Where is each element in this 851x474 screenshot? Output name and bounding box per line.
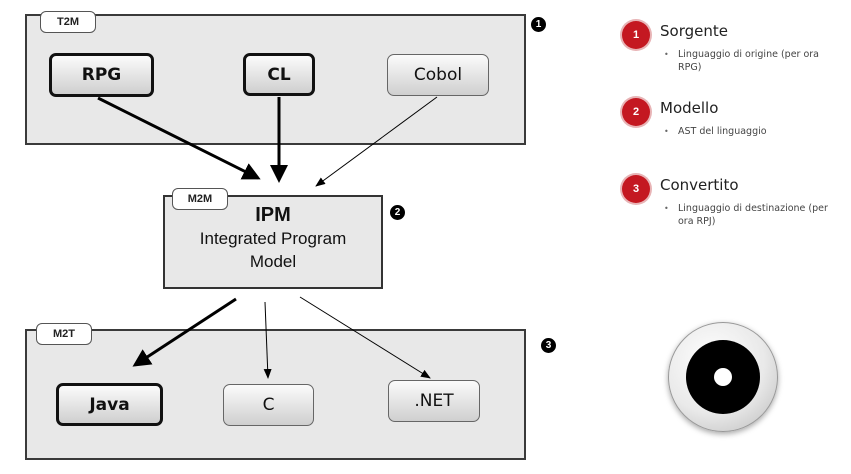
legend-badge-2: 2 — [622, 98, 650, 126]
legend-title-2: Modello — [660, 99, 719, 117]
ipm-subtitle-line1: Integrated Program — [199, 229, 347, 248]
disc-ring — [686, 340, 760, 414]
m2m-tag: M2M — [172, 188, 228, 210]
target-java-node[interactable]: Java — [56, 383, 163, 426]
arrow-ipm-to-dotnet — [299, 296, 431, 379]
disc-center — [714, 368, 732, 386]
arrow-cobol-to-ipm — [315, 96, 438, 187]
legend-desc-2: AST del linguaggio — [662, 125, 832, 138]
m2m-marker: 2 — [390, 205, 405, 220]
ipm-subtitle-line2: Model — [249, 252, 297, 271]
legend-badge-3: 3 — [622, 175, 650, 203]
legend-title-1: Sorgente — [660, 22, 728, 40]
m2t-tag: M2T — [36, 323, 92, 345]
legend-title-3: Convertito — [660, 176, 739, 194]
target-dotnet-node[interactable]: .NET — [388, 380, 480, 422]
target-disc-icon — [668, 322, 778, 432]
ipm-label: IPM Integrated Program Model — [163, 203, 383, 273]
arrow-rpg-to-ipm — [97, 96, 261, 180]
source-rpg-node[interactable]: RPG — [49, 53, 154, 97]
arrow-ipm-to-java — [132, 297, 237, 367]
ipm-title: IPM — [255, 204, 291, 226]
source-cobol-node[interactable]: Cobol — [387, 54, 489, 96]
arrow-ipm-to-c — [263, 301, 272, 379]
legend-desc-3: Linguaggio di destinazione (per ora RPJ) — [662, 202, 832, 228]
m2t-marker: 3 — [541, 338, 556, 353]
ipm-box[interactable] — [163, 195, 383, 289]
t2m-marker: 1 — [531, 17, 546, 32]
source-cl-node[interactable]: CL — [243, 53, 315, 96]
legend-desc-1: Linguaggio di origine (per ora RPG) — [662, 48, 832, 74]
target-c-node[interactable]: C — [223, 384, 314, 426]
t2m-tag: T2M — [40, 11, 96, 33]
legend-badge-1: 1 — [622, 21, 650, 49]
